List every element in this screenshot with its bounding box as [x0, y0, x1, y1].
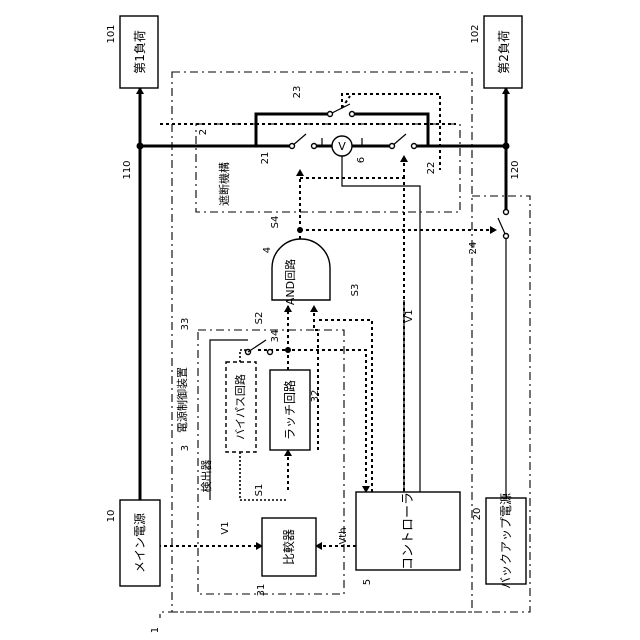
ref-21: 21 — [260, 152, 271, 165]
signal-s1: S1 — [254, 484, 265, 497]
ref-34: 34 — [270, 330, 281, 343]
ref-6: 6 — [356, 157, 367, 163]
ref-102: 102 — [470, 24, 481, 43]
ref-33: 33 — [180, 318, 191, 331]
ref-32: 32 — [310, 390, 321, 403]
signal-s2: S2 — [254, 312, 265, 325]
ref-4: 4 — [262, 247, 273, 253]
first-load-label: 第1負荷 — [133, 30, 147, 74]
device-boundary-ext — [160, 196, 530, 618]
second-load-label: 第2負荷 — [497, 30, 511, 74]
controller-label: コントローラ — [401, 492, 416, 570]
and-gate-label: AND回路 — [284, 259, 297, 305]
signal-v1-main: V1 — [220, 521, 231, 534]
ref-3: 3 — [180, 445, 191, 451]
signal-vth: Vth — [338, 527, 349, 544]
detector-label: 検出器 — [199, 460, 213, 493]
bypass-switch-23-path-right — [352, 114, 428, 146]
ref-120: 120 — [510, 160, 521, 179]
ref-23: 23 — [292, 86, 303, 99]
comparator-label: 比較器 — [281, 529, 296, 565]
ref-20: 20 — [472, 508, 483, 521]
ref-24: 24 — [468, 242, 479, 255]
latch-label: ラッチ回路 — [282, 380, 297, 440]
ref-1: 1 — [150, 627, 161, 633]
ref-5: 5 — [362, 579, 373, 585]
device-label: 電源制御装置 — [175, 367, 189, 433]
ref-31: 31 — [256, 584, 267, 597]
ref-10: 10 — [106, 510, 117, 523]
ref-110: 110 — [122, 160, 133, 179]
backup-power-label: バックアップ電源 — [499, 493, 513, 589]
and-gate — [272, 239, 330, 300]
breaker-label: 遮断機構 — [217, 162, 231, 206]
ref-2: 2 — [198, 129, 209, 135]
main-power-label: メイン電源 — [133, 513, 147, 573]
voltmeter-label: V — [338, 140, 346, 153]
bypass-switch-23-path — [256, 114, 330, 146]
ref-101: 101 — [106, 24, 117, 43]
ref-22: 22 — [426, 162, 437, 175]
signal-s4: S4 — [270, 216, 281, 229]
signal-s3: S3 — [350, 284, 361, 297]
signal-v1-bus: V1 — [404, 309, 415, 322]
bypass-label: バイパス回路 — [234, 374, 247, 440]
